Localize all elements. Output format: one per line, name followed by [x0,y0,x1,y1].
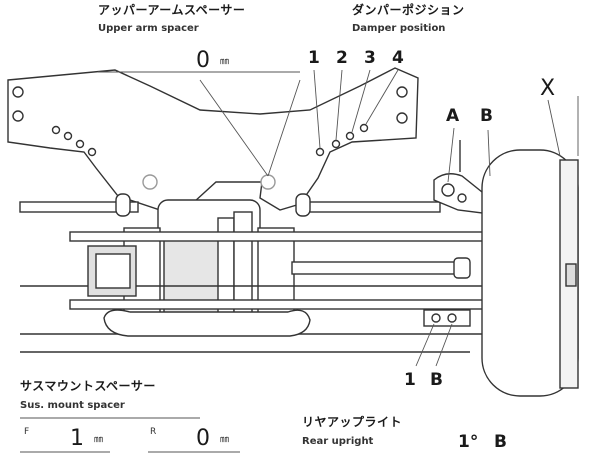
rear-upright-en: Rear upright [302,436,374,447]
upper-arm-spacer-jp: アッパーアームスペーサー [98,3,246,17]
damper-hole-4 [359,123,369,133]
damper-hole-label-2: 2 [336,48,348,68]
shock-tower [7,67,419,211]
rear-spacer-value: 0 [196,426,210,451]
sus-mount-spacer [103,309,311,337]
front-spacer-unit: ㎜ [94,435,104,445]
damper-hole-1 [315,147,325,157]
rear-upright-pos-1: 1 [404,370,416,390]
damper-hole-label-3: 3 [364,48,376,68]
front-spacer-label: F [24,427,30,437]
rear-upright-jp: リヤアップライト [302,415,403,429]
damper-hole-3 [345,131,355,141]
upper-arm-left [19,201,139,213]
upper-arm-right [299,201,441,213]
damper-hole-label-4: 4 [392,48,404,68]
upper-arm-spacer-value: 0 [196,48,210,73]
sus-mount-spacer-jp: サスマウントスペーサー [20,379,156,393]
upper-arm-spacer-en: Upper arm spacer [98,23,199,34]
rear-spacer-label: R [150,427,157,437]
damper-hole-2 [331,139,341,149]
damper-position-jp: ダンパーポジション [352,3,465,17]
upright-label-a: A [446,106,460,126]
rear-upright-angle: 1° [458,432,479,452]
upper-arm-spacer-unit: ㎜ [220,57,230,67]
sus-mount-spacer-en: Sus. mount spacer [20,400,125,411]
front-spacer-value: 1 [70,426,84,451]
rear-upright-angle-b: B [494,432,507,452]
rear-spacer-unit: ㎜ [220,435,230,445]
wheel-label-x: X [540,76,556,101]
upright-label-b: B [480,106,493,126]
damper-hole-label-1: 1 [308,48,320,68]
rear-upright-pos-b: B [430,370,443,390]
damper-position-en: Damper position [352,23,446,34]
